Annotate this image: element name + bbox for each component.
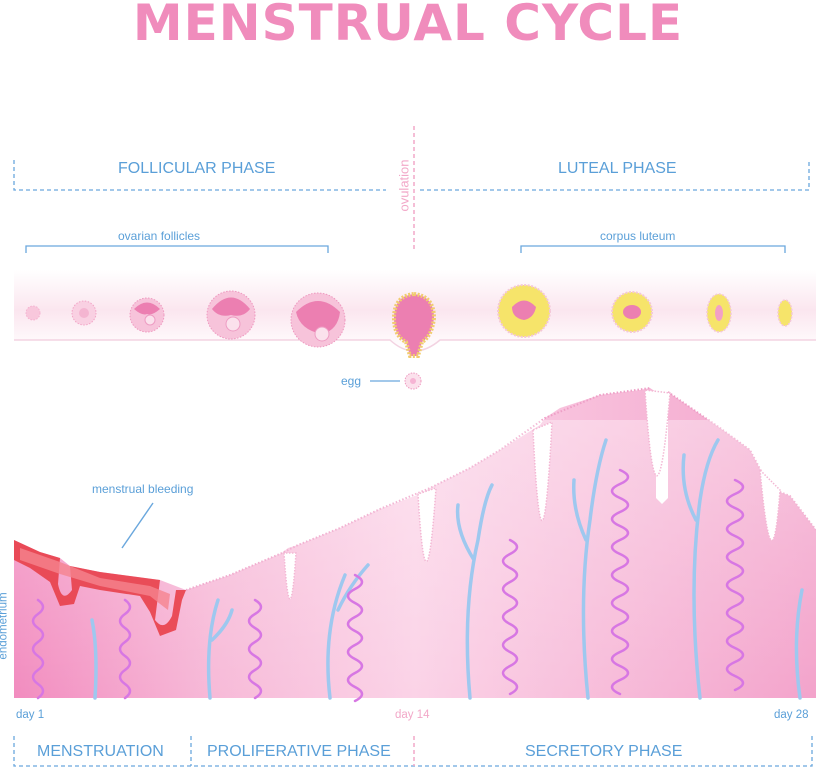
blood-vessels [90,438,804,700]
follicle-4 [206,290,256,340]
gland [501,538,519,696]
uterine-phase-bar [13,736,813,767]
menstrual-bleeding-light [20,548,170,610]
corpus-luteum-1 [497,284,551,338]
secretory-label: SECRETORY PHASE [525,743,683,760]
day-14-label: day 14 [395,709,430,721]
bleeding-pointer [121,502,154,549]
corpus-luteum-bracket [520,245,786,253]
endometrium-label: endometrium [0,592,10,660]
follicle-2 [71,300,97,326]
ovulation-label: ovulation [396,159,412,212]
page-title: MENSTRUAL CYCLE [132,0,684,52]
proliferative-label: PROLIFERATIVE PHASE [207,743,391,760]
follicle-3 [129,297,165,333]
follicles-label: ovarian follicles [118,229,201,243]
day-28-label: day 28 [774,709,809,721]
menstrual-bleeding-label: menstrual bleeding [92,482,194,496]
follicular-phase-label: FOLLICULAR PHASE [118,160,276,177]
follicle-5 [290,292,346,348]
follicular-phase-bracket [13,160,386,191]
luteal-phase-label: LUTEAL PHASE [558,160,677,177]
ovulating-follicle [391,291,437,358]
gland [346,573,364,703]
follicle-1 [25,305,41,321]
follicles-bracket [25,245,329,253]
corpus-luteum-4 [777,299,793,327]
menstruation-label: MENSTRUATION [37,743,164,760]
gland [31,598,45,700]
gland [725,478,745,692]
egg [404,372,422,390]
gland [118,598,132,700]
glands [31,468,745,703]
corpus-luteum-3 [706,293,732,333]
endometrium-crypts [283,389,781,600]
luteal-phase-bracket [420,160,810,191]
gland [247,598,263,700]
corpus-luteum-2 [611,291,653,333]
gland [610,468,630,696]
day-1-label: day 1 [16,709,45,721]
corpus-luteum-label: corpus luteum [600,229,676,243]
egg-label: egg [341,374,362,388]
